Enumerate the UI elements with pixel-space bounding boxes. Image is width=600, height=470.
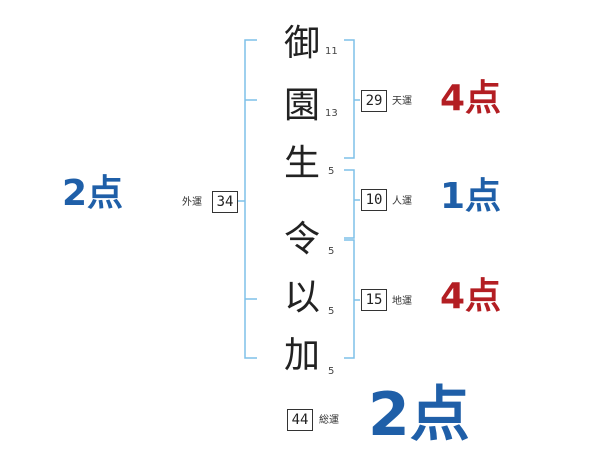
name-char-6: 加	[283, 335, 320, 376]
stroke-count-3: 5	[328, 166, 335, 177]
tenkaku-score: 4点	[440, 78, 502, 119]
name-char-5: 以	[283, 277, 320, 318]
chikaku-label: 地運	[392, 296, 412, 307]
stroke-count-6: 5	[328, 366, 335, 377]
tenkaku-value-box: 29	[361, 90, 387, 112]
name-char-1: 御	[283, 23, 320, 64]
stroke-count-1: 11	[325, 46, 338, 57]
chikaku-value-box: 15	[361, 289, 387, 311]
stroke-count-2: 13	[325, 108, 338, 119]
name-char-4: 令	[283, 219, 320, 260]
stroke-count-5: 5	[328, 306, 335, 317]
stroke-count-4: 5	[328, 246, 335, 257]
jinkaku-bracket	[344, 169, 360, 239]
tenkaku-label: 天運	[392, 96, 412, 107]
soukaku-value-box: 44	[287, 409, 313, 431]
gaikaku-score: 2点	[62, 173, 124, 214]
chikaku-bracket	[344, 239, 360, 359]
gaikaku-bracket	[238, 39, 257, 359]
soukaku-score: 2点	[368, 380, 470, 450]
jinkaku-label: 人運	[392, 196, 412, 207]
name-char-2: 園	[283, 85, 320, 126]
gaikaku-label: 外運	[182, 197, 202, 208]
chikaku-score: 4点	[440, 276, 502, 317]
name-char-3: 生	[283, 143, 320, 184]
tenkaku-bracket	[344, 39, 360, 159]
gaikaku-value-box: 34	[212, 191, 238, 213]
jinkaku-value-box: 10	[361, 189, 387, 211]
soukaku-label: 総運	[319, 415, 339, 426]
jinkaku-score: 1点	[440, 176, 502, 217]
